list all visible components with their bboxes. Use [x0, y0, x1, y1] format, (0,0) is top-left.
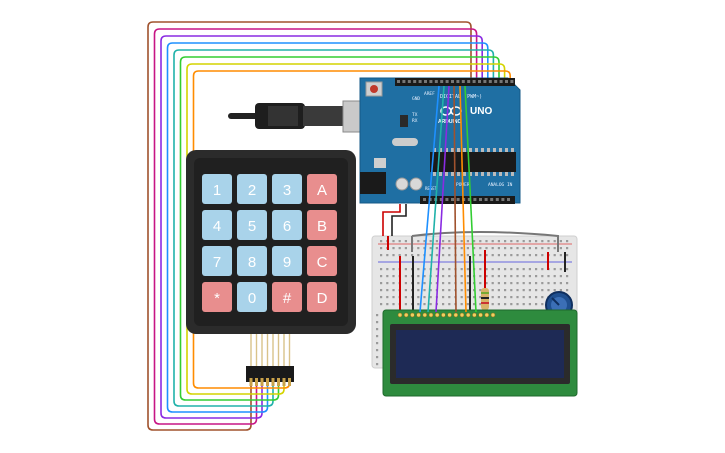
- key-cap: [202, 174, 232, 204]
- key-label: #: [283, 290, 292, 307]
- analog-label: ANALOG IN: [488, 182, 513, 188]
- key-label: D: [317, 290, 328, 307]
- keypad-wire: [147, 21, 472, 431]
- key-cap: [307, 282, 337, 312]
- jumper-wire-gray: [411, 231, 559, 252]
- power-jack: [360, 172, 386, 194]
- key-1[interactable]: 1: [202, 174, 232, 204]
- key-label: 8: [248, 254, 256, 271]
- key-#[interactable]: #: [272, 282, 302, 312]
- lcd-header-pins: [397, 312, 496, 318]
- key-cap: [307, 246, 337, 276]
- keypad-ribbon-connector: [246, 334, 294, 386]
- key-cap: [202, 282, 232, 312]
- key-label: C: [317, 254, 328, 271]
- key-8[interactable]: 8: [237, 246, 267, 276]
- keypad-keys: 1 2 3 A 4 5 6 B 7 8 9 C * 0 # D: [202, 174, 337, 312]
- board-model: UNO: [470, 106, 492, 117]
- key-cap: [237, 174, 267, 204]
- key-label: 4: [213, 218, 221, 235]
- reset-label: RESET: [425, 186, 438, 191]
- keypad-wire: [179, 56, 500, 401]
- key-7[interactable]: 7: [202, 246, 232, 276]
- key-0[interactable]: 0: [237, 282, 267, 312]
- key-cap: [202, 210, 232, 240]
- gnd-label: GND: [412, 96, 420, 102]
- lcd-module: [382, 309, 578, 397]
- key-label: 5: [248, 218, 256, 235]
- tx-label: TX: [412, 112, 418, 118]
- chip-legs: [433, 148, 514, 176]
- lcd-screen: [396, 330, 564, 378]
- key-label: A: [317, 182, 327, 199]
- key-cap: [307, 174, 337, 204]
- key-cap: [237, 246, 267, 276]
- keypad: 1 2 3 A 4 5 6 B 7 8 9 C * 0 # D: [186, 150, 356, 386]
- key-label: 6: [283, 218, 291, 235]
- key-C[interactable]: C: [307, 246, 337, 276]
- key-4[interactable]: 4: [202, 210, 232, 240]
- key-label: 2: [248, 182, 256, 199]
- key-label: 9: [283, 254, 291, 271]
- key-cap: [307, 210, 337, 240]
- microcontroller-chip: [430, 152, 516, 172]
- key-label: 0: [248, 290, 256, 307]
- key-5[interactable]: 5: [237, 210, 267, 240]
- key-B[interactable]: B: [307, 210, 337, 240]
- aref-label: AREF: [424, 91, 435, 97]
- board-brand: ARDUINO: [438, 119, 461, 125]
- analog-power-header: [420, 196, 515, 204]
- key-label: 1: [213, 182, 221, 199]
- key-A[interactable]: A: [307, 174, 337, 204]
- key-3[interactable]: 3: [272, 174, 302, 204]
- keypad-wire: [153, 28, 478, 425]
- key-2[interactable]: 2: [237, 174, 267, 204]
- key-D[interactable]: D: [307, 282, 337, 312]
- key-cap: [272, 246, 302, 276]
- reset-button[interactable]: [365, 81, 383, 97]
- rx-label: RX: [412, 118, 418, 124]
- keypad-wire: [160, 35, 483, 419]
- key-9[interactable]: 9: [272, 246, 302, 276]
- keypad-wire-bundle: [147, 21, 511, 431]
- key-cap: [272, 210, 302, 240]
- digital-header: [395, 78, 515, 86]
- key-cap: [272, 282, 302, 312]
- key-cap: [202, 246, 232, 276]
- key-label: 3: [283, 182, 291, 199]
- key-label: B: [317, 218, 327, 235]
- keypad-wire: [173, 49, 495, 407]
- keypad-wire: [166, 42, 489, 413]
- key-*[interactable]: *: [202, 282, 232, 312]
- key-cap: [272, 174, 302, 204]
- key-cap: [237, 282, 267, 312]
- key-label: 7: [213, 254, 221, 271]
- arduino-to-lcd-wires: [382, 85, 477, 313]
- key-cap: [237, 210, 267, 240]
- key-6[interactable]: 6: [272, 210, 302, 240]
- key-label: *: [214, 290, 220, 307]
